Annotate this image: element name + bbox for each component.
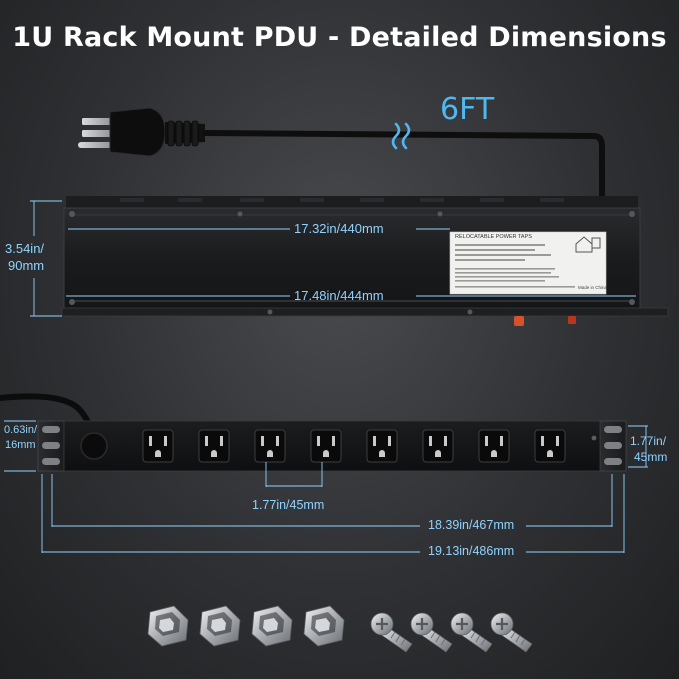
outlet — [422, 429, 454, 463]
power-cord — [202, 130, 605, 208]
outlet — [478, 429, 510, 463]
outlet — [142, 429, 174, 463]
ear-spacing-in-label: 1.77in/ — [630, 434, 667, 448]
outlet — [310, 429, 342, 463]
ear-hole-in-label: 0.63in/ — [4, 424, 38, 436]
height-mm-label: 90mm — [8, 258, 45, 273]
cage-nut — [251, 605, 293, 647]
total-width-label: 19.13in/486mm — [428, 544, 515, 558]
mounting-screw — [370, 612, 413, 653]
top-dimension-lines — [30, 200, 636, 317]
sticker-footer: Made in China — [578, 285, 608, 290]
cage-nut — [147, 605, 189, 647]
height-in-label: 3.54in/ — [5, 241, 45, 256]
outlet — [534, 429, 566, 463]
power-plug — [78, 107, 205, 157]
cage-nut — [199, 605, 241, 647]
mounting-hardware — [147, 605, 533, 653]
cord-length-label: 6FT — [440, 92, 495, 127]
outlet — [366, 429, 398, 463]
pdu-top-view — [61, 196, 669, 326]
mounting-screw — [410, 612, 453, 653]
mount-hole-span-label: 18.39in/467mm — [428, 518, 515, 532]
ear-spacing-mm-label: 45mm — [634, 450, 668, 464]
page-title: 1U Rack Mount PDU - Detailed Dimensions — [12, 22, 667, 53]
mounting-screw — [450, 612, 493, 653]
top-outer-width-label: 17.48in/444mm — [294, 288, 384, 303]
outlet — [254, 429, 286, 463]
outlet-row — [142, 429, 566, 463]
front-dimension-lines — [4, 420, 648, 553]
outlet — [198, 429, 230, 463]
sticker-heading: RELOCATABLE POWER TAPS — [455, 234, 532, 240]
outlet-spacing-label: 1.77in/45mm — [252, 498, 325, 512]
top-inner-width-label: 17.32in/440mm — [294, 221, 384, 236]
cage-nut — [303, 605, 345, 647]
mounting-screw — [490, 612, 533, 653]
ear-hole-mm-label: 16mm — [5, 439, 36, 451]
